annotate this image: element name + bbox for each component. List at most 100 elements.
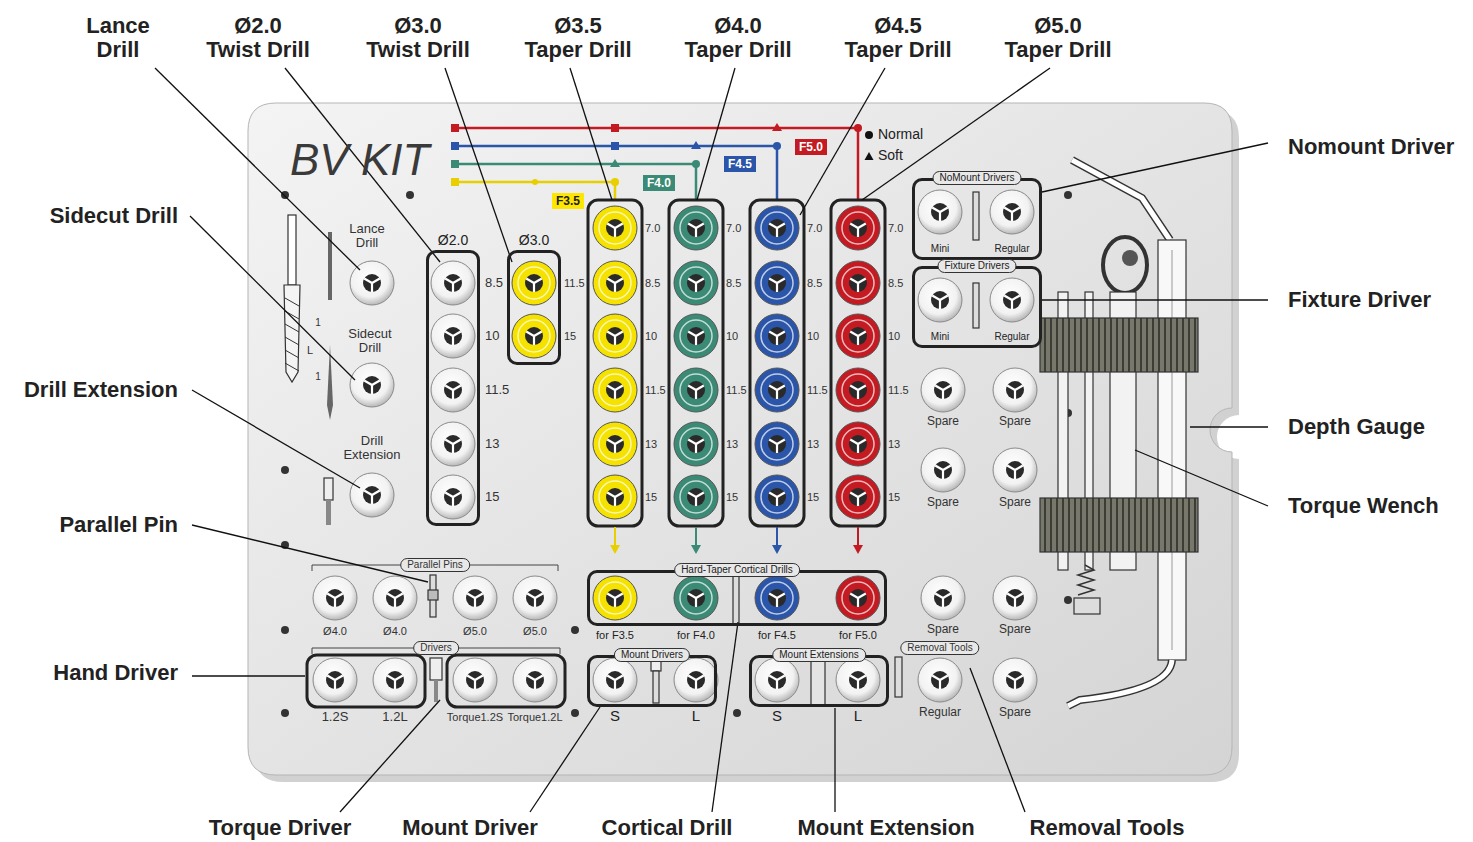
socket-slot [533,336,535,345]
socket [373,658,417,702]
wrench-column [1158,240,1186,660]
socket [313,658,357,702]
socket [431,261,475,305]
socket-slot [777,594,785,599]
callout-label: Drill Extension [24,378,178,402]
socket-slot [695,680,697,689]
arrow-head [610,545,620,554]
part-label: 15 [645,491,657,503]
socket [921,368,965,412]
socket-slot [452,444,454,453]
callout-label: Cortical Drill [602,816,733,840]
part-label: Spare [999,415,1031,428]
drill-extension-icon [326,500,331,525]
callout-label: Nomount Driver [1288,135,1454,159]
socket-hub [326,589,344,607]
socket-slot [615,224,623,229]
socket-slot [777,493,785,498]
normal-marker [854,124,862,132]
callout-label: Sidecut Drill [50,204,178,228]
part-label: 7.0 [645,222,660,234]
socket-slot [614,598,616,607]
socket-slot [769,493,777,498]
socket-ring [761,428,793,460]
socket-hub [326,671,344,689]
socket [431,475,475,519]
tool-group: Mount DriversSL [587,655,717,707]
part-label: Ø4.0 [323,625,347,637]
socket-slot [777,440,785,445]
wrench-rod [1172,250,1173,650]
socket [453,576,497,620]
socket-slot [858,440,866,445]
socket-slot [534,680,536,689]
socket-slot [857,680,859,689]
colored-socket [593,576,637,620]
socket-hub [386,589,404,607]
socket-ring [761,374,793,406]
socket-slot [614,283,616,292]
socket [674,658,718,702]
socket-slot [776,336,778,345]
group-header: Hard-Taper Cortical Drills [674,563,800,577]
legend-dot [865,131,873,139]
socket-slot [364,279,372,284]
wrench-tip [1068,660,1172,706]
part-label: 10 [645,330,657,342]
socket-slot [607,332,615,337]
socket-slot [607,676,615,681]
socket-hub [363,486,381,504]
socket-slot [935,386,943,391]
colored-socket [674,261,718,305]
start-marker [451,142,459,150]
socket-slot [371,495,373,504]
tray-hole [281,191,289,199]
socket-slot [777,332,785,337]
socket-ring [842,212,874,244]
socket-ring [599,582,631,614]
socket-slot [939,680,941,689]
flow-tag: F5.0 [795,139,827,155]
socket-slot [688,224,696,229]
part-label: L [307,344,313,356]
tool-group: Hard-Taper Cortical Drillsfor F3.5for F4… [587,570,887,626]
cortical-drill-icon [733,575,739,625]
socket-slot [453,493,461,498]
socket [431,422,475,466]
part-label: Spare [999,706,1031,719]
socket-slot [1012,296,1020,301]
gauge-ring-hub [1122,250,1138,266]
socket [593,658,637,702]
socket-slot [943,594,951,599]
socket-ring [842,481,874,513]
socket [350,473,394,517]
socket-slot [372,279,380,284]
socket-hub [768,435,786,453]
socket-slot [474,598,476,607]
socket-slot [534,332,542,337]
socket-slot [527,676,535,681]
socket-hub [768,671,786,689]
colored-socket [593,368,637,412]
socket-slot [696,332,704,337]
socket-slot [395,594,403,599]
socket-ring [599,374,631,406]
legend-triangle [865,152,874,160]
part-label: 10 [726,330,738,342]
normal-marker [692,160,700,168]
colored-socket [674,314,718,358]
socket-slot [1004,208,1012,213]
part-label: Regular [919,706,961,719]
driver-box [307,655,425,707]
part-label: 13 [726,438,738,450]
socket-hub [849,327,867,345]
part-label: 10 [807,330,819,342]
socket-hub [687,381,705,399]
colored-socket [674,475,718,519]
socket-ring [680,374,712,406]
part-label: 15 [888,491,900,503]
socket-hub [768,219,786,237]
part-label: 1.2S [322,710,349,724]
socket-hub [606,274,624,292]
